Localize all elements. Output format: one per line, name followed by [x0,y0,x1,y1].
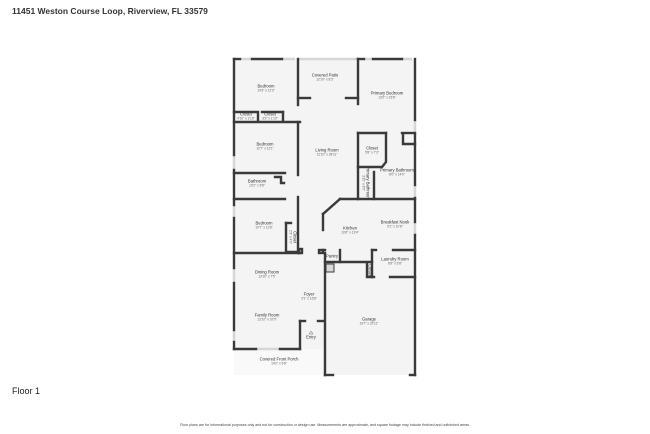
room-dimensions: 13'10" x 10'0" [257,317,277,322]
room-name: Covered Front Porch [259,356,299,362]
room-name: Closet [367,264,373,276]
room-name: Bathroom [247,178,267,184]
room-label: Entry [306,334,316,339]
room-name: Breakfast Nook [380,219,410,225]
page-title: 11451 Weston Course Loop, Riverview, FL … [12,6,208,16]
room-dimensions: 2'3" x 4'0" [288,230,293,244]
room-dimensions: 3'1" x 16'8" [301,296,317,301]
room-name: Dining Room [254,269,280,275]
room-dimensions: 10'2" x 5'8" [249,183,265,188]
room-dimensions: 12'7" x 12'1" [256,146,274,151]
room-dimensions: 9'1" x 10'8" [387,224,403,229]
room-label: Pantry [326,253,338,258]
room-name: Closet [292,231,298,243]
room-dimensions: 14'3" x 12'3" [257,88,275,93]
room-dimensions: 12'10" x 8'3" [316,77,334,82]
room-name: Closet [240,111,252,117]
room-dimensions: 19'7" x 22'11" [359,321,379,326]
room-name: Bedroom [255,220,273,226]
room-dimensions: 3'3" x 1'10" [262,116,278,121]
room-dimensions: 5'8" x 7'3" [365,150,379,155]
room-name: Bedroom [257,83,275,89]
room-name: Family Room [254,312,280,318]
entry-arrow-icon [308,330,314,335]
room-name: Entry [306,334,316,340]
disclaimer: Floor plans are for informational purpos… [180,423,470,427]
room-name: Kitchen [343,225,357,231]
room-name: Primary Bathroom [365,166,371,200]
room-dimensions: 13'0" x 15'8" [378,95,396,100]
room-dimensions: 10'6" x 13'4" [341,230,359,235]
room-name: Closet [366,145,378,151]
room-dimensions: 8'9" x 5'8" [388,261,402,266]
room-name: Closet [264,111,276,117]
room-dimensions: 12'10" x 28'11" [316,152,338,157]
walls [232,57,417,377]
room-dimensions: 13'10" x 7'5" [258,274,276,279]
room-label: Closet [367,264,373,276]
room-name: Primary Bathroom [380,167,414,173]
windows [232,57,417,351]
room-name: Laundry Room [381,256,409,262]
room-name: Foyer [303,291,315,297]
room-name: Pantry [325,253,339,259]
room-name: Bedroom [256,141,274,147]
room-dimensions: 8'0" x 14'0" [389,172,405,177]
room-name: Primary Bedroom [370,90,404,96]
room-name: Covered Patio [311,72,339,78]
floor-label: Floor 1 [12,386,41,396]
room-dimensions: 14'2" x 6'8" [271,361,287,366]
room-dimensions: 4'10" x 1'10" [237,116,255,121]
room-name: Living Room [315,147,339,153]
room-name: Garage [362,316,376,322]
room-dimensions: 10'7" x 11'8" [255,225,273,230]
